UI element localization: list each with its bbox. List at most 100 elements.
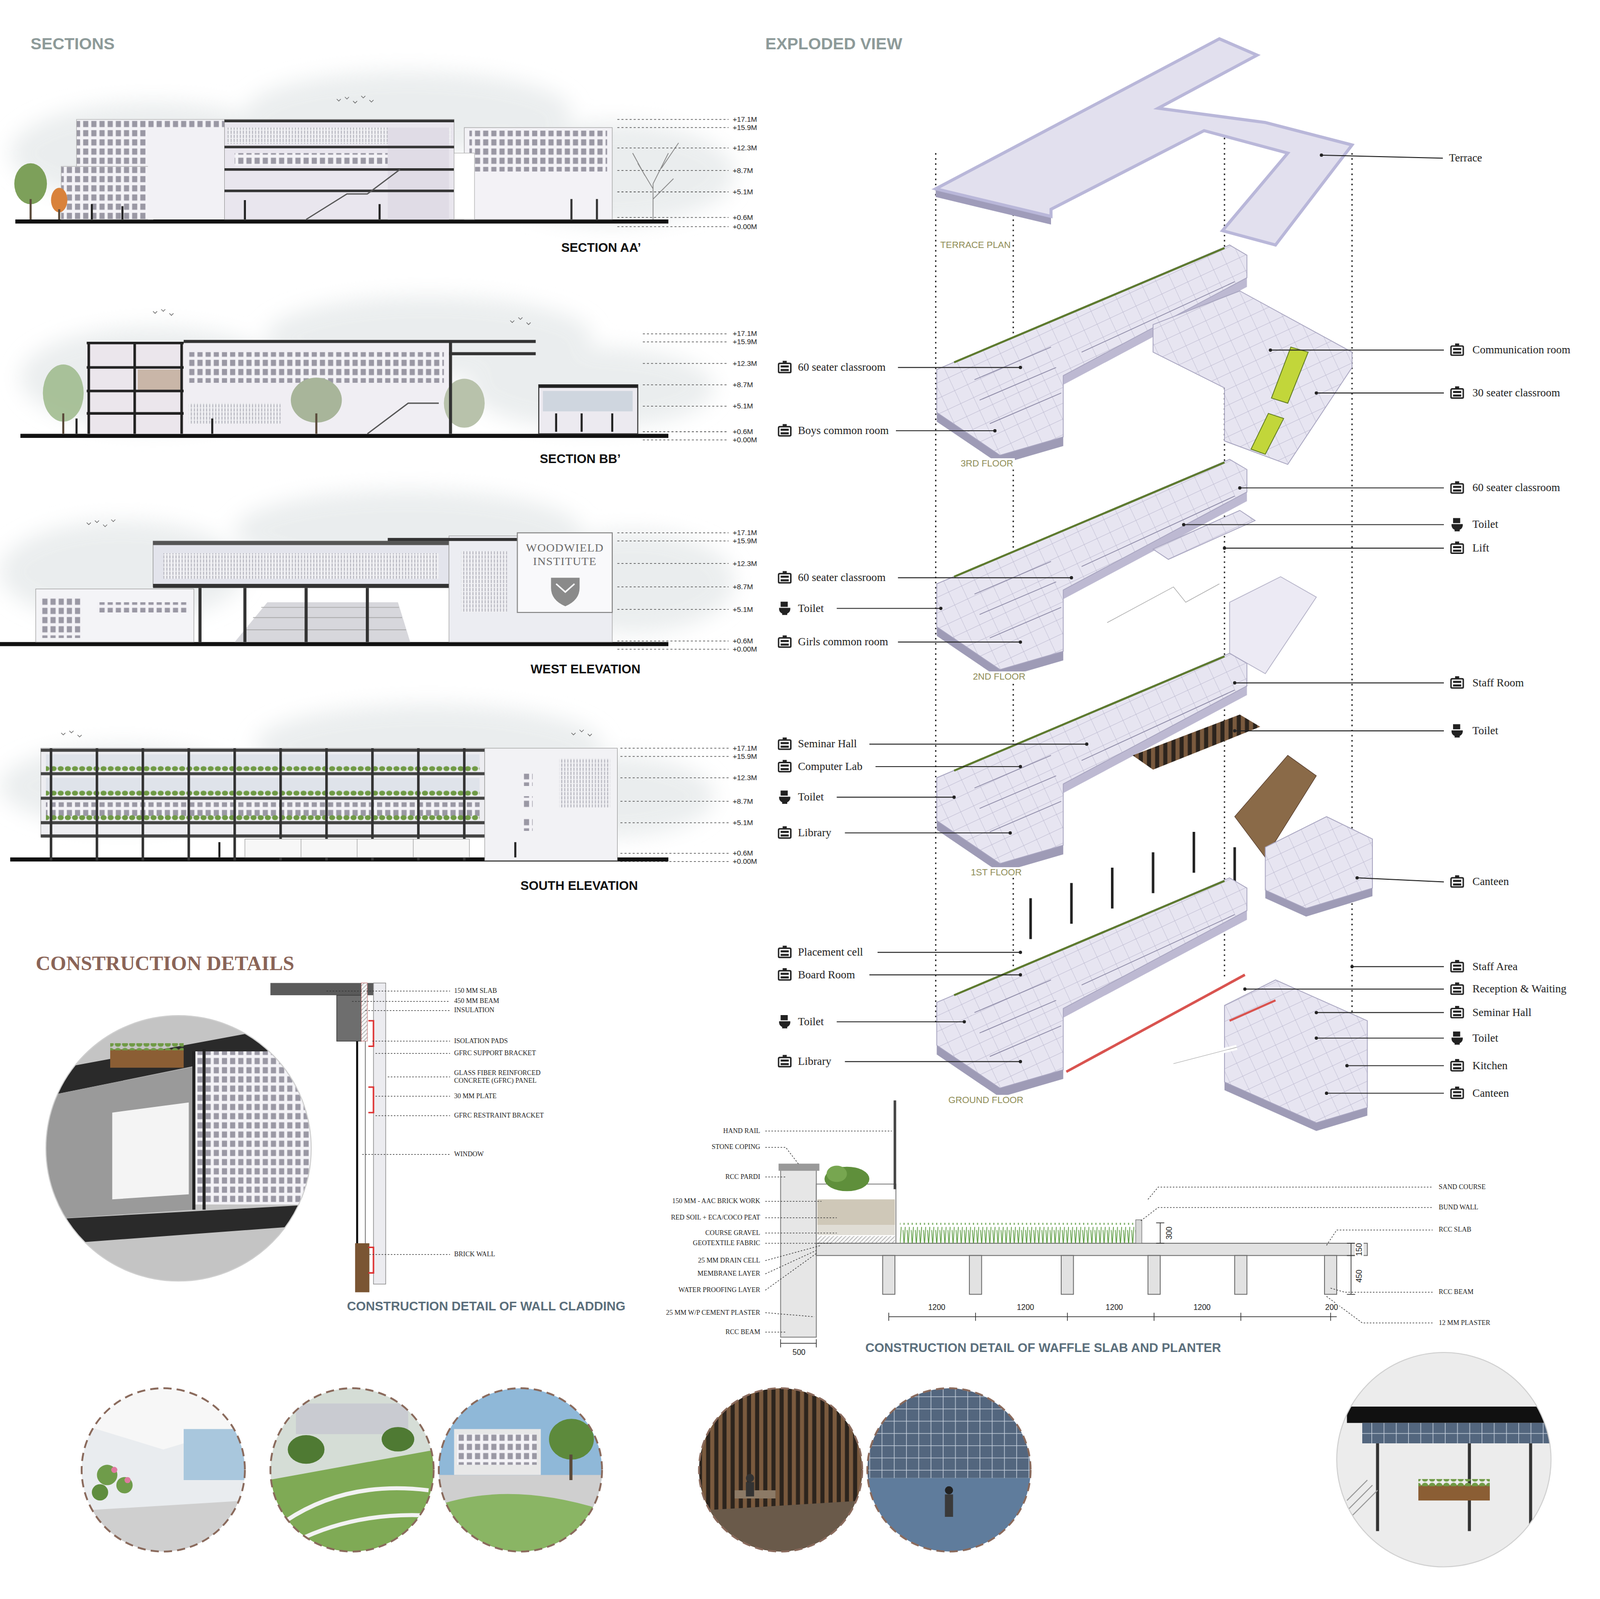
leader-dot <box>1018 640 1023 644</box>
section-aa-drawing <box>464 127 613 220</box>
layer-callout: SAND COURSE <box>1438 1182 1486 1191</box>
exploded-view-drawing <box>935 38 1353 246</box>
west-elevation-drawing <box>617 532 729 649</box>
waffle-slab-detail <box>765 1099 1433 1347</box>
section-aa-drawing <box>387 127 449 220</box>
corridor-render <box>97 1464 118 1485</box>
section-bb-drawing <box>538 384 638 388</box>
dimension: 1200 <box>1192 1302 1213 1312</box>
render-frame <box>1336 1352 1551 1567</box>
view-title: WEST ELEVATION <box>530 662 641 677</box>
waffle-slab-detail <box>817 1224 895 1235</box>
waffle-slab-detail <box>1234 1254 1247 1294</box>
wall-cladding-render <box>40 1010 317 1286</box>
plaza-render <box>944 1494 953 1517</box>
leader-dot <box>1069 576 1074 580</box>
level-mark: +17.1M <box>732 743 757 752</box>
waffle-slab-detail <box>765 1130 893 1332</box>
space-label: Reception & Waiting <box>1472 982 1567 995</box>
level-mark: +17.1M <box>732 528 757 537</box>
section-bb-drawing <box>88 341 182 434</box>
room-icon <box>778 790 791 804</box>
section-aa-drawing <box>14 163 48 204</box>
level-mark: +17.1M <box>732 329 757 338</box>
south-elevation-drawing <box>522 818 533 831</box>
room-icon <box>778 343 1464 1099</box>
room-icon <box>1451 518 1463 532</box>
dimension: 1200 <box>1104 1302 1125 1312</box>
section-aa-drawing <box>234 153 389 166</box>
wall-cladding-detail <box>364 1040 366 1245</box>
west-elevation-drawing <box>153 540 449 587</box>
section-bb-drawing <box>76 418 213 434</box>
waffle-slab-detail <box>826 1165 847 1182</box>
leader-dot <box>1325 1091 1329 1095</box>
exploded-view-drawing <box>1153 510 1255 560</box>
west-elevation-drawing <box>461 550 507 613</box>
layer-callout: WATER PROOFING LAYER <box>678 1285 761 1294</box>
pergola-render <box>734 1489 776 1499</box>
render-frame <box>438 1387 603 1552</box>
level-mark: +5.1M <box>732 402 753 411</box>
layer-callout: RCC SLAB <box>1438 1225 1471 1234</box>
wall-cladding-detail <box>336 994 362 1041</box>
section-bb-drawing <box>542 390 633 412</box>
leader-dot <box>1350 964 1355 968</box>
wall-cladding-render <box>193 1051 312 1205</box>
space-label: Library <box>797 1054 832 1068</box>
exploded-view-drawing <box>936 652 1247 873</box>
level-mark: +5.1M <box>732 818 753 827</box>
south-elevation-drawing <box>45 789 480 796</box>
wall-cladding-detail <box>373 982 386 1284</box>
render-frame <box>270 1387 434 1552</box>
south-elevation-drawing <box>620 748 729 862</box>
west-elevation-drawing <box>97 602 189 613</box>
pergola-render <box>746 1473 755 1482</box>
pergola-render <box>746 1481 755 1497</box>
level-mark: +12.3M <box>732 559 757 568</box>
room-icon <box>778 737 791 750</box>
room-icon <box>778 825 791 838</box>
south-elevation-drawing <box>45 802 480 817</box>
exploded-view-drawing <box>1153 290 1353 465</box>
layer-callout: RCC BEAM <box>1438 1287 1474 1296</box>
space-label: Toilet <box>1472 724 1499 737</box>
layer-callout: HAND RAIL <box>723 1126 761 1135</box>
south-elevation-drawing <box>522 795 533 808</box>
leader-dot <box>1223 546 1227 550</box>
section-bb-drawing <box>315 413 318 434</box>
pergola-render <box>696 1385 865 1555</box>
section-aa-drawing <box>224 119 455 220</box>
waffle-slab-detail <box>1346 1242 1355 1295</box>
canopy-render <box>1331 1346 1557 1572</box>
section-bb-drawing <box>183 339 536 343</box>
corridor-render <box>124 1476 131 1484</box>
layer-callout: RCC BEAM <box>725 1327 761 1336</box>
detail-caption: CONSTRUCTION DETAIL OF WAFFLE SLAB AND P… <box>865 1340 1222 1355</box>
south-elevation-drawing <box>45 765 480 772</box>
room-icon <box>778 945 791 958</box>
space-label: Library <box>797 826 832 839</box>
south-elevation-drawing <box>522 773 533 786</box>
dimension: 200 <box>1323 1302 1340 1312</box>
landscape-render <box>287 1434 325 1464</box>
waffle-slab-detail <box>882 1254 895 1294</box>
wall-cladding-detail <box>355 1242 370 1292</box>
landscape-render <box>381 1426 415 1452</box>
space-label: Computer Lab <box>797 760 863 773</box>
south-elevation-drawing <box>45 777 480 793</box>
section-bb-drawing <box>448 352 536 356</box>
room-icon <box>1451 1086 1464 1098</box>
section-bb-drawing <box>448 341 452 434</box>
space-label: Toilet <box>1472 1031 1499 1044</box>
leader-dot <box>1018 1059 1023 1064</box>
level-mark: +0.00M <box>732 222 757 231</box>
level-mark: +0.6M <box>732 636 753 645</box>
level-mark: +0.6M <box>732 213 753 222</box>
waffle-slab-detail <box>816 1183 896 1248</box>
layer-callout: ISOLATION PADS <box>454 1037 508 1045</box>
corridor-render <box>79 1385 248 1555</box>
section-aa-drawing <box>571 199 598 220</box>
wall-cladding-render <box>110 1042 184 1051</box>
section-aa-drawing <box>57 209 60 220</box>
